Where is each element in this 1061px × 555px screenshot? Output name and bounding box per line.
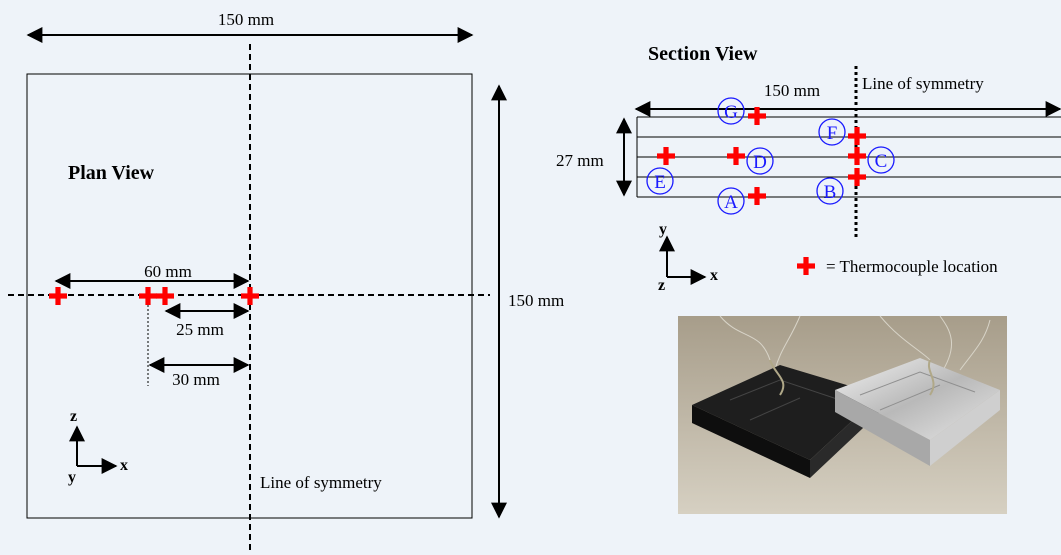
plan-dim-30-label: 30 mm	[172, 370, 220, 389]
section-axis-z-label: z	[658, 277, 665, 294]
plan-axis-x-label: x	[120, 457, 128, 474]
section-axis-y-label: y	[659, 221, 667, 238]
section-thermocouple-marker	[848, 147, 866, 165]
svg-text:G: G	[724, 102, 738, 123]
section-axes-indicator: y x z	[658, 221, 718, 294]
plan-symmetry-label: Line of symmetry	[260, 473, 382, 492]
plan-dim-25-label: 25 mm	[176, 320, 224, 339]
specimen-photo	[678, 315, 1007, 514]
plan-axis-y-label: y	[68, 469, 76, 486]
section-view: Section View 150 mm Line of symmetry 27 …	[556, 43, 1061, 294]
point-label-f: F	[818, 118, 846, 146]
plan-side-dimension-label: 150 mm	[508, 291, 564, 310]
section-axis-x-label: x	[710, 267, 718, 284]
section-view-title: Section View	[648, 43, 758, 65]
legend: = Thermocouple location	[797, 257, 998, 276]
section-thermocouple-marker	[848, 127, 866, 145]
legend-text: = Thermocouple location	[826, 257, 998, 276]
svg-text:B: B	[824, 182, 837, 203]
plan-thermocouple-marker	[156, 287, 174, 305]
plan-thermocouple-marker	[241, 287, 259, 305]
section-symmetry-label: Line of symmetry	[862, 74, 984, 93]
point-label-e: E	[646, 167, 674, 195]
section-width-dimension-label: 150 mm	[764, 81, 820, 100]
plan-view: 150 mm 150 mm Plan View 60 mm 25 mm 30 m…	[8, 10, 564, 553]
section-thermocouple-marker	[727, 147, 745, 165]
svg-text:F: F	[827, 123, 838, 144]
svg-text:E: E	[654, 172, 666, 193]
svg-text:A: A	[724, 192, 738, 213]
svg-text:D: D	[753, 152, 767, 173]
point-label-d: D	[746, 147, 774, 175]
svg-text:C: C	[875, 151, 888, 172]
plan-view-title: Plan View	[68, 162, 155, 184]
point-label-g: G	[717, 97, 745, 125]
plan-axes-indicator: z x y	[68, 408, 128, 486]
section-thermocouple-marker	[848, 168, 866, 186]
section-thickness-dimension-label: 27 mm	[556, 151, 604, 170]
plan-dim-60-label: 60 mm	[144, 262, 192, 281]
plan-axis-z-label: z	[70, 408, 77, 425]
plan-thermocouple-marker	[49, 287, 67, 305]
section-thermocouple-marker	[748, 187, 766, 205]
red-plus-icon	[797, 257, 815, 275]
plan-thermocouple-marker	[139, 287, 157, 305]
section-thermocouple-marker	[657, 147, 675, 165]
plan-top-dimension-label: 150 mm	[218, 10, 274, 29]
point-label-c: C	[867, 146, 895, 174]
point-label-b: B	[816, 177, 844, 205]
point-label-a: A	[717, 187, 745, 215]
